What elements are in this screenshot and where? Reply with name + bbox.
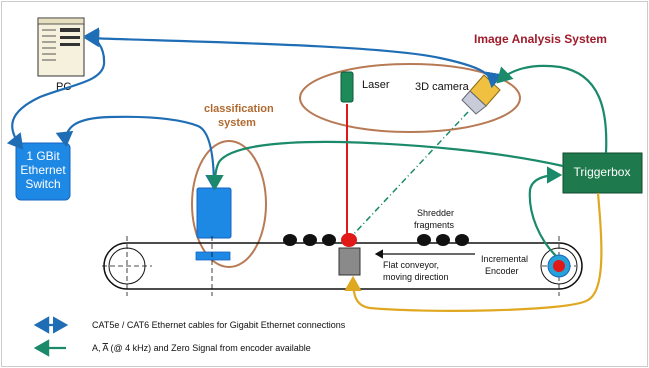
classification-nozzle-icon: [195, 251, 231, 261]
legend-encoder-abar: A: [103, 343, 109, 353]
classification-ellipse: [191, 140, 267, 268]
classification-device-icon: [196, 187, 232, 239]
shredder-fragments-right: [417, 234, 469, 246]
trigger-cable-camera: [496, 64, 608, 154]
classification-label-line2: system: [218, 117, 256, 129]
encoder-cable-triggerbox: [528, 166, 563, 257]
legend-encoder-prefix: A,: [92, 343, 103, 353]
classification-label-line1: classification: [204, 103, 274, 115]
conveyor-label-line1: Flat conveyor,: [383, 260, 439, 270]
fragment-under-laser: [341, 233, 357, 247]
pc-icon: [37, 17, 85, 77]
switch-label-line1: 1 GBit: [26, 149, 60, 163]
triggerbox-label: Triggerbox: [574, 165, 631, 179]
laser-device-icon: [340, 71, 354, 103]
switch-label-line2: Ethernet: [20, 163, 66, 177]
incremental-encoder-icon: [540, 247, 578, 285]
triggerbox-box: [562, 152, 643, 194]
trigger-cable-sensor: [344, 192, 603, 312]
camera-label: 3D camera: [415, 81, 470, 93]
camera-view-line: [351, 111, 469, 237]
image-analysis-system-title: Image Analysis System: [474, 32, 607, 46]
shredder-label-line2: fragments: [414, 220, 455, 230]
legend-encoder-text: A, A (@ 4 kHz) and Zero Signal from enco…: [92, 343, 311, 353]
ethernet-cable-pc-camera: [83, 29, 503, 89]
legend-encoder-suffix: (@ 4 kHz) and Zero Signal from encoder a…: [108, 343, 311, 353]
conveyor-label-line2: moving direction: [383, 272, 449, 282]
shredder-fragments-left: [283, 234, 336, 246]
encoder-label-line2: Encoder: [485, 266, 519, 276]
shredder-label-line1: Shredder: [417, 208, 454, 218]
ethernet-cable-switch-classification: [55, 115, 223, 191]
switch-label-line3: Switch: [25, 177, 60, 191]
legend-ethernet-text: CAT5e / CAT6 Ethernet cables for Gigabit…: [92, 320, 346, 330]
measurement-window-icon: [338, 247, 361, 276]
encoder-label-line1: Incremental: [481, 254, 528, 264]
laser-label: Laser: [362, 79, 390, 91]
trigger-cable-classification: [206, 140, 564, 191]
